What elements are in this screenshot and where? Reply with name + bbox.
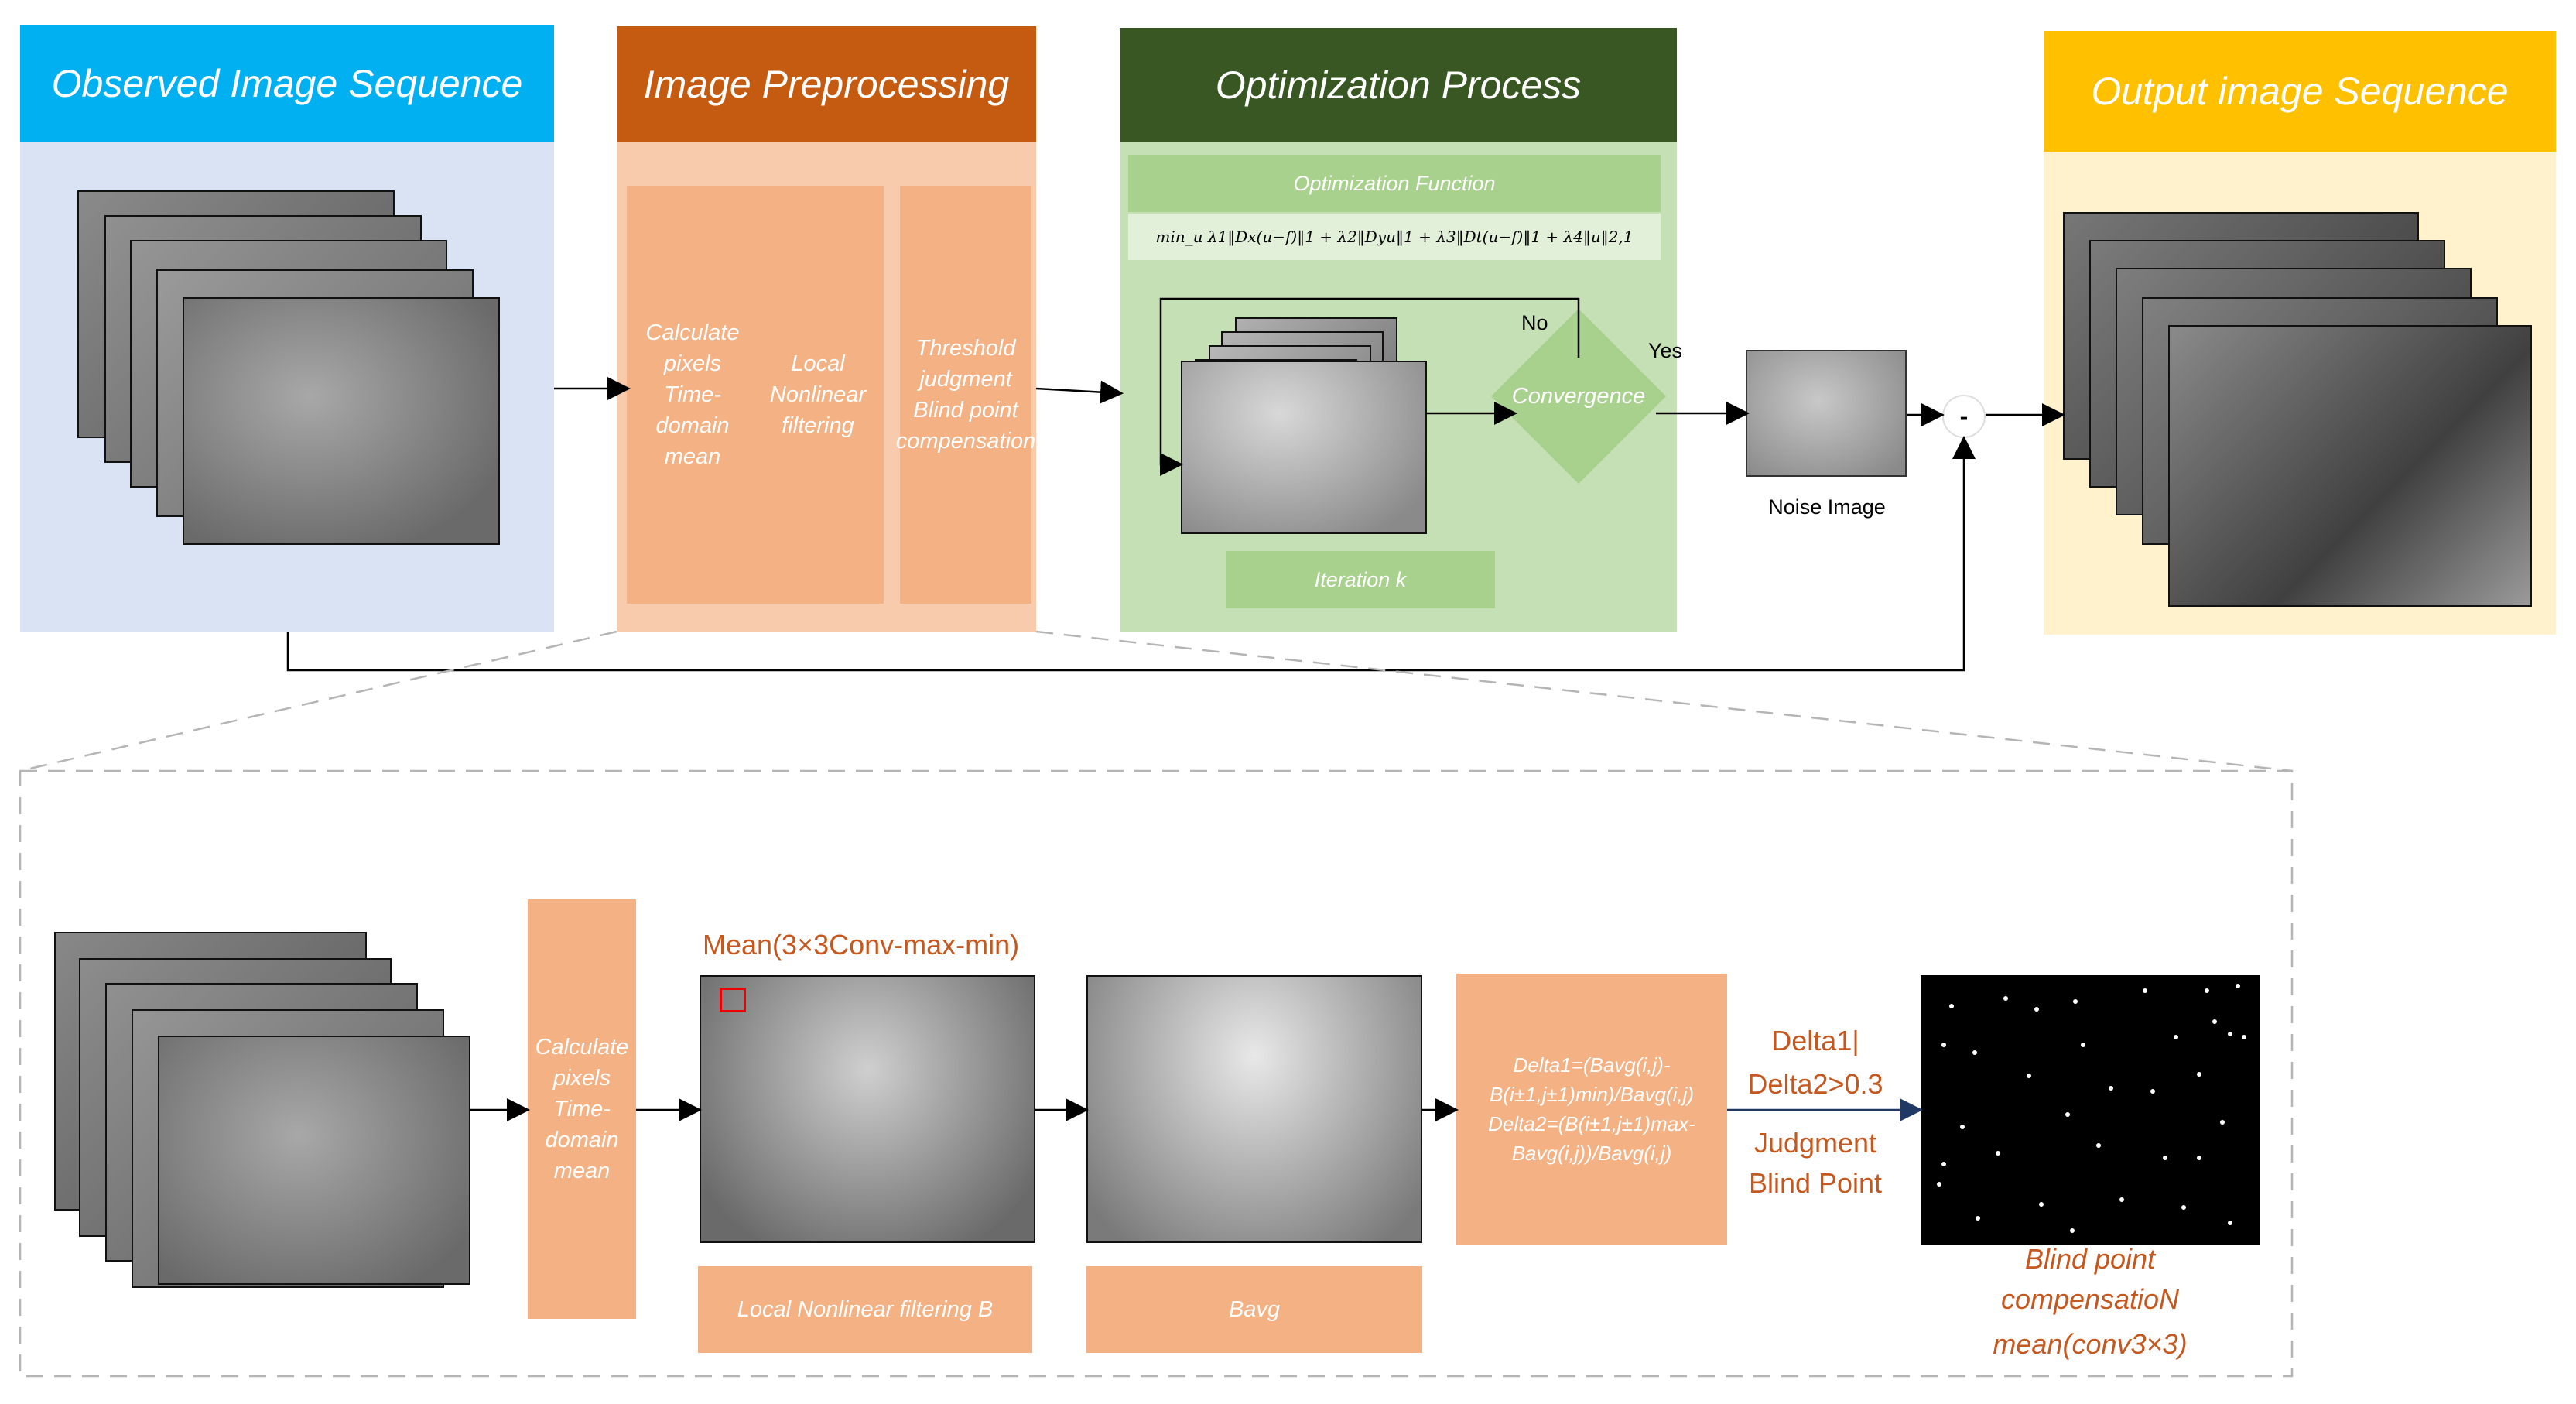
compensation-line3: mean(conv3×3) <box>1993 1328 2188 1360</box>
bavg-box: Bavg <box>1086 1266 1422 1353</box>
bottom-time-mean-box: Calculate pixels Time-domain mean <box>528 899 636 1319</box>
preprocessing-header: Image Preprocessing <box>617 26 1036 142</box>
filtered-image <box>700 975 1035 1243</box>
mean-conv-label: Mean(3×3Conv-max-min) <box>703 929 1020 961</box>
optimization-function-title: Optimization Function <box>1128 155 1661 212</box>
compensation-line2: compensatioN <box>2000 1283 2180 1315</box>
no-label: No <box>1521 311 1548 334</box>
blind-point-map <box>1921 975 2260 1245</box>
kernel-marker <box>720 988 746 1012</box>
judgment-line2: Blind Point <box>1748 1167 1883 1199</box>
local-filter-box: Local Nonlinear filtering B <box>698 1266 1032 1353</box>
pre-step-local-filter: Local Nonlinear filtering <box>752 186 884 604</box>
observed-header: Observed Image Sequence <box>20 25 554 142</box>
minus-sign: - <box>1959 402 1969 430</box>
yes-label: Yes <box>1648 339 1683 362</box>
noise-image <box>1746 350 1907 477</box>
bavg-image <box>1086 975 1422 1243</box>
pre-step-threshold: Threshold judgment Blind point compensat… <box>896 186 1035 604</box>
iteration-box: Iteration k <box>1226 551 1495 608</box>
threshold-line2: Delta2>0.3 <box>1747 1068 1883 1100</box>
delta-formula-box: Delta1=(Bavg(i,j)-B(i±1,j±1)min)/Bavg(i,… <box>1456 974 1727 1245</box>
optimization-formula: min_u λ1‖Dx(u−f)‖1 + λ2‖Dyu‖1 + λ3‖Dt(u−… <box>1128 214 1661 260</box>
optimization-header: Optimization Process <box>1120 28 1677 142</box>
convergence-label: Convergence <box>1511 384 1646 409</box>
pre-step-time-mean: Calculate pixels Time-domain mean <box>627 186 758 604</box>
threshold-line1: Delta1| <box>1771 1025 1859 1056</box>
judgment-line1: Judgment <box>1753 1127 1877 1159</box>
blind-points <box>1937 984 2246 1233</box>
noise-image-label: Noise Image <box>1768 495 1886 519</box>
compensation-line1: Blind point <box>2024 1243 2156 1275</box>
output-header: Output image Sequence <box>2044 31 2556 152</box>
